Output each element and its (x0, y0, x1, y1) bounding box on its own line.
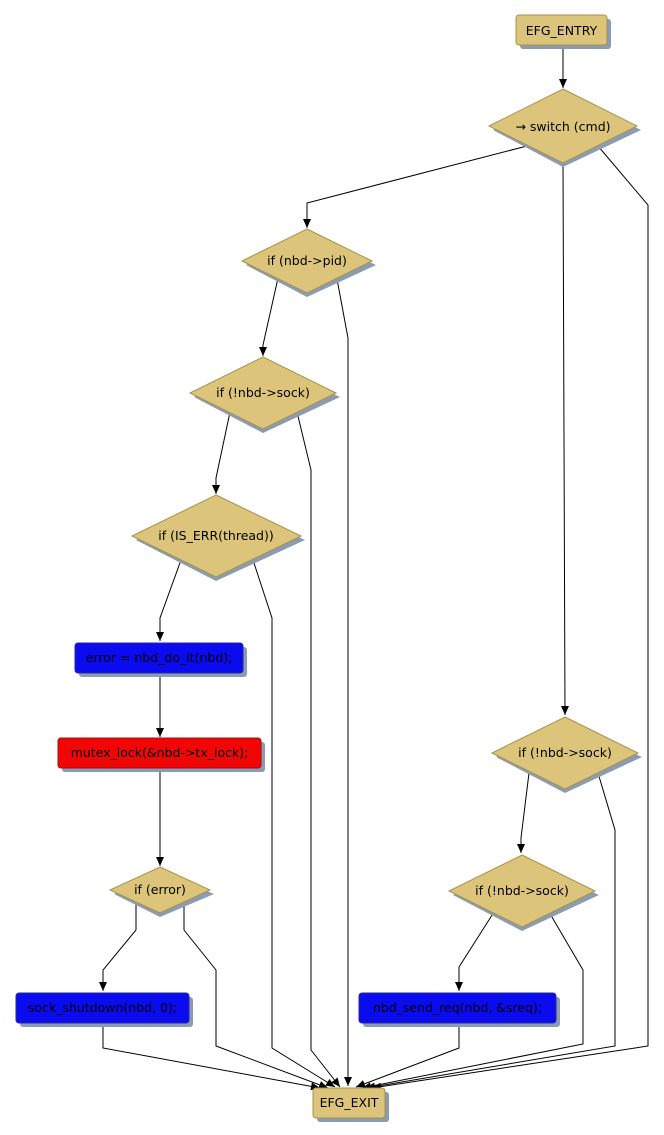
entry-node-box (515, 14, 608, 46)
error-assign-node[interactable]: error = nbd_do_it(nbd); (74, 642, 247, 677)
send-req-node-label: nbd_send_req(nbd, &sreq); (373, 1000, 542, 1015)
error-assign-node-box (74, 642, 244, 674)
switch-node-label: → switch (cmd) (515, 119, 610, 134)
edge-sock-shutdown-exit (102, 1023, 321, 1091)
if-sock-right-2-node-diamond (447, 854, 597, 928)
if-pid-node-diamond (240, 228, 374, 294)
send-req-node-box (358, 992, 557, 1024)
edge-if-sock-left-exit (296, 411, 341, 1088)
edge-if-error-sock-shutdown (99, 903, 137, 991)
if-is-err-node[interactable]: if (IS_ERR(thread)) (130, 494, 305, 581)
if-pid-node[interactable]: if (nbd->pid) (240, 228, 376, 297)
edge-if-pid-exit (336, 278, 352, 1086)
edge-if-pid-if-sock-left (259, 277, 279, 356)
sock-shutdown-node-box (15, 992, 190, 1024)
send-req-node[interactable]: nbd_send_req(nbd, &sreq); (358, 992, 560, 1027)
mutex-lock-node-label: mutex_lock(&nbd->tx_lock); (71, 745, 249, 760)
edge-switch-if-sock-right (560, 162, 569, 716)
edge-if-sock-right-2-exit (361, 911, 584, 1091)
edges (99, 46, 649, 1091)
edge-if-error-exit (183, 903, 329, 1089)
exit-node-label: EFG_EXIT (320, 1095, 379, 1110)
if-is-err-node-diamond (130, 494, 303, 578)
edge-if-sock-right-2-send-req (455, 911, 495, 991)
edge-if-sock-right-1-if-sock-right-2 (517, 772, 530, 853)
mutex-lock-node-box (57, 737, 262, 769)
if-sock-left-node-label: if (!nbd->sock) (216, 385, 310, 400)
exit-node-box (312, 1087, 386, 1119)
if-sock-right-2-node[interactable]: if (!nbd->sock) (447, 854, 599, 931)
if-sock-right-1-node-label: if (!nbd->sock) (518, 745, 612, 760)
if-sock-right-1-node-diamond (490, 716, 640, 790)
error-assign-node-label: error = nbd_do_it(nbd); (86, 650, 233, 665)
switch-node-diamond (487, 88, 639, 164)
if-sock-left-node-diamond (188, 356, 338, 430)
edge-if-sock-right-1-exit (365, 772, 616, 1091)
edge-switch-exit (371, 145, 649, 1091)
exit-node[interactable]: EFG_EXIT (312, 1087, 389, 1122)
if-error-node-label: if (error) (134, 882, 186, 897)
entry-node-label: EFG_ENTRY (526, 23, 598, 38)
if-sock-left-node[interactable]: if (!nbd->sock) (188, 356, 340, 433)
entry-node[interactable]: EFG_ENTRY (515, 14, 611, 49)
edge-send-req-exit (355, 1023, 460, 1088)
if-sock-right-1-node[interactable]: if (!nbd->sock) (490, 716, 642, 793)
edge-if-is-err-exit (252, 559, 336, 1088)
mutex-lock-node[interactable]: mutex_lock(&nbd->tx_lock); (57, 737, 265, 772)
if-sock-right-2-node-label: if (!nbd->sock) (475, 883, 569, 898)
sock-shutdown-node-label: sock_shutdown(nbd, 0); (28, 1000, 177, 1015)
edge-if-sock-left-if-is-err (212, 411, 231, 494)
edge-if-is-err-error-assign (156, 559, 182, 641)
edge-switch-if-pid (303, 145, 528, 228)
if-is-err-node-label: if (IS_ERR(thread)) (158, 528, 273, 543)
if-error-node[interactable]: if (error) (108, 866, 214, 917)
sock-shutdown-node[interactable]: sock_shutdown(nbd, 0); (15, 992, 193, 1027)
nodes: EFG_ENTRY → switch (cmd) if (nbd->pid) i… (15, 14, 642, 1122)
if-error-node-diamond (108, 866, 212, 914)
if-pid-node-label: if (nbd->pid) (267, 253, 347, 268)
switch-node[interactable]: → switch (cmd) (487, 88, 641, 167)
